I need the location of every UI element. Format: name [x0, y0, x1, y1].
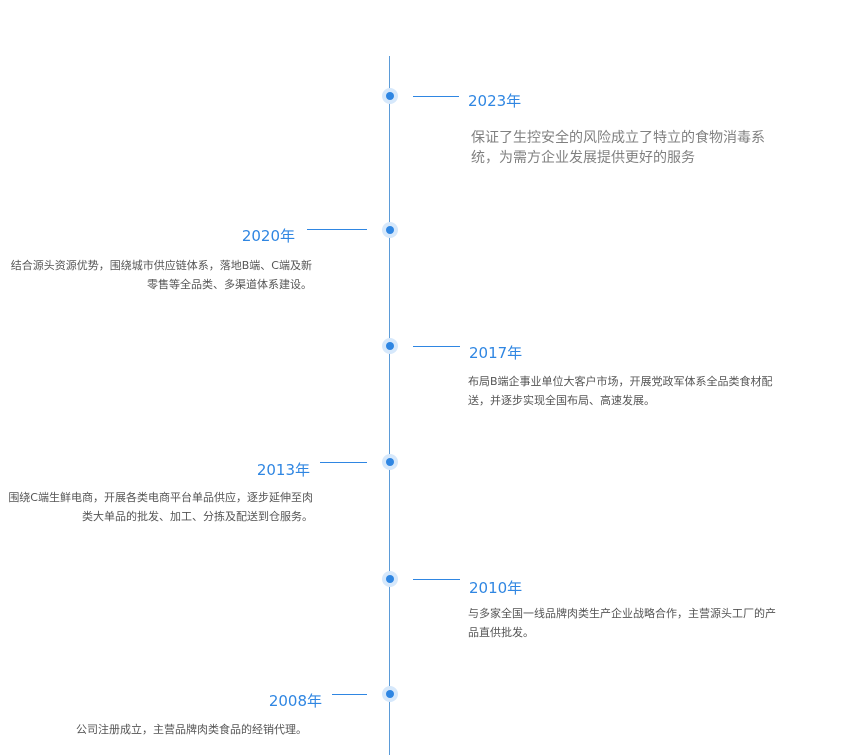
event-year: 2020年 — [241, 227, 295, 245]
timeline-node-dot — [386, 690, 394, 698]
event-description: 围绕C端生鲜电商，开展各类电商平台单品供应，逐步延伸至肉类大单品的批发、加工、分… — [8, 491, 313, 523]
event-year: 2017年 — [469, 344, 523, 362]
event-description: 公司注册成立，主营品牌肉类食品的经销代理。 — [76, 723, 307, 736]
timeline-node-dot — [386, 342, 394, 350]
event-description: 结合源头资源优势，围绕城市供应链体系，落地B端、C端及新零售等全品类、多渠道体系… — [10, 259, 312, 291]
timeline-connector — [307, 229, 367, 230]
timeline-node — [382, 338, 398, 354]
event-description: 保证了生控安全的风险成立了特立的食物消毒系统，为需方企业发展提供更好的服务 — [471, 130, 765, 166]
event-year: 2010年 — [469, 579, 523, 597]
timeline-node-dot — [386, 458, 394, 466]
timeline-connector — [332, 694, 367, 695]
event-year: 2008年 — [268, 692, 322, 710]
timeline-axis — [389, 56, 390, 755]
timeline-node — [382, 88, 398, 104]
event-description: 与多家全国一线品牌肉类生产企业战略合作，主营源头工厂的产品直供批发。 — [468, 607, 776, 639]
timeline-connector — [413, 579, 460, 580]
timeline-node — [382, 686, 398, 702]
timeline-connector — [413, 346, 460, 347]
timeline-node — [382, 571, 398, 587]
timeline-node — [382, 222, 398, 238]
timeline-node-dot — [386, 575, 394, 583]
event-description: 布局B端企事业单位大客户市场，开展党政军体系全品类食材配送，并逐步实现全国布局、… — [468, 375, 773, 407]
timeline-node-dot — [386, 226, 394, 234]
timeline-connector — [413, 96, 459, 97]
timeline-node — [382, 454, 398, 470]
event-year: 2023年 — [468, 92, 522, 110]
timeline-connector — [320, 462, 367, 463]
timeline-node-dot — [386, 92, 394, 100]
event-year: 2013年 — [256, 461, 310, 479]
